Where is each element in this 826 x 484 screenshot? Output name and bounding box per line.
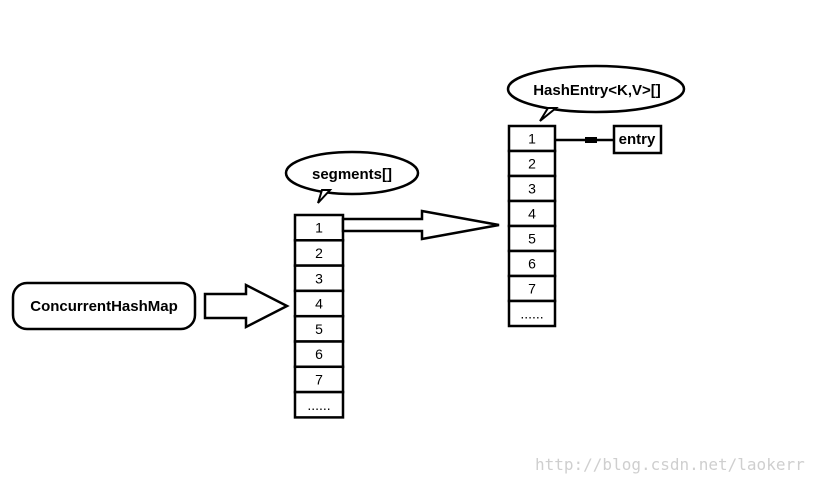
segment-cell-label-1: 1: [315, 220, 323, 236]
hashentry-cell-7: [507, 274, 557, 303]
segment-cell-label-7: 7: [315, 371, 323, 387]
hashentry-bubble-ellipse: [506, 64, 686, 114]
hashentry-cell-6: [507, 249, 557, 278]
hashentry-cell-label-4: 4: [528, 206, 536, 222]
entry-label: entry: [619, 131, 656, 148]
hashentry-cell-3: [507, 174, 557, 203]
arrow-map-to-segments: [203, 282, 290, 330]
hashentry-bubble: HashEntry<K,V>[]: [506, 64, 686, 122]
hashentry-cell-label-8: ......: [520, 306, 543, 322]
segment-cell-5: [293, 314, 345, 343]
segment-cell-label-3: 3: [315, 270, 323, 286]
concurrent-hashmap-label: ConcurrentHashMap: [30, 298, 178, 315]
segment-cell-8: [293, 390, 345, 419]
hashentry-bubble-label: HashEntry<K,V>[]: [533, 82, 661, 99]
link-connector: [585, 137, 597, 143]
hashentry-cell-2: [507, 149, 557, 178]
hashentry-array: 1 2 3 4 5 6 7......: [507, 124, 557, 328]
segment-cell-label-8: ......: [307, 397, 330, 413]
hashentry-cell-8: [507, 299, 557, 328]
entry-box: [612, 124, 663, 155]
hashentry-cell-label-5: 5: [528, 231, 536, 247]
segment-cell-4: [293, 289, 345, 318]
segment-cell-label-4: 4: [315, 296, 323, 312]
segment-cell-2: [293, 239, 345, 267]
concurrent-hashmap-node: ConcurrentHashMap: [11, 281, 197, 331]
segment-cell-label-5: 5: [315, 321, 323, 337]
segments-bubble-tail: [317, 189, 333, 204]
segments-array: 1 2 3 4 5 6 7......: [293, 213, 345, 419]
hashentry-cell-5: [507, 224, 557, 253]
hashentry-bubble-tail: [539, 107, 559, 122]
hashentry-cell-label-7: 7: [528, 281, 536, 297]
hashentry-cell-1: [507, 124, 557, 153]
hashentry-to-entry-link: [555, 137, 615, 143]
segment-cell-6: [293, 340, 345, 369]
segments-bubble: segments[]: [284, 150, 420, 204]
hashentry-cell-label-3: 3: [528, 181, 536, 197]
segment-cell-7: [293, 365, 345, 394]
segment-cell-label-2: 2: [315, 245, 323, 261]
concurrent-hashmap-box: [11, 281, 197, 331]
hashentry-cell-label-6: 6: [528, 256, 536, 272]
hashentry-cell-label-2: 2: [528, 156, 536, 172]
arrow-segment-to-hashentry: [341, 209, 500, 241]
segment-cell-label-6: 6: [315, 346, 323, 362]
watermark-text: http://blog.csdn.net/laokerr: [535, 455, 805, 474]
segments-bubble-ellipse: [284, 150, 420, 196]
segments-bubble-label: segments[]: [312, 166, 392, 183]
hashentry-cell-label-1: 1: [528, 131, 536, 147]
entry-node: entry: [612, 124, 663, 155]
